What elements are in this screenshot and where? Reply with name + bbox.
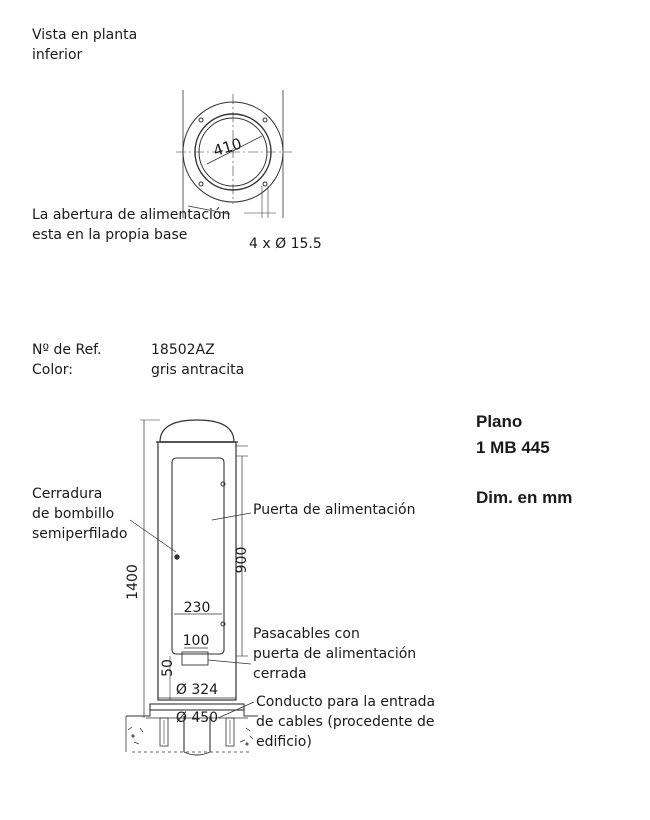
door-leader: [211, 512, 252, 521]
lock-label-line3: semiperfilado: [32, 526, 128, 542]
elevation-drawing: 1400 900 230 100 50 Ø 324: [125, 419, 258, 756]
cable-conduit: [183, 716, 211, 752]
diameter-dimension-line: [206, 135, 263, 165]
conduit-label-line2: de cables (procedente de: [256, 714, 435, 730]
cable-gland: [181, 651, 209, 666]
color-value: gris antracita: [151, 362, 245, 378]
anchor-bolt: [225, 717, 235, 747]
top-view-note-line1: La abertura de alimentación: [32, 207, 231, 223]
top-view-title-line1: Vista en planta: [32, 27, 138, 43]
conduit-label-line1: Conducto para la entrada: [256, 694, 436, 710]
feed-door: [171, 457, 225, 655]
base-diameter-dimension-label: Ø 450: [176, 710, 218, 726]
holes-label: 4 x Ø 15.5: [249, 236, 322, 252]
base-plate: [149, 703, 245, 711]
door-height-dimension-label: 900: [234, 547, 250, 574]
bollard-cap: [159, 419, 235, 443]
plan-title: Plano: [476, 412, 523, 431]
gland-label-line1: Pasacables con: [253, 626, 360, 642]
door-width-dimension-label: 230: [184, 600, 211, 616]
anchor-bolt: [159, 717, 169, 747]
gland-label-line2: puerta de alimentación: [253, 646, 417, 662]
top-view-note-line2: esta en la propia base: [32, 227, 188, 243]
plan-code: 1 MB 445: [476, 438, 550, 457]
base-outer-circle: [182, 101, 284, 203]
conduit-label-line3: edificio): [256, 734, 312, 750]
base-ring-outer: [194, 113, 272, 191]
gland-label-line3: cerrada: [253, 666, 307, 682]
bottom-gap-dimension-label: 50: [160, 659, 176, 677]
height-dimension-label: 1400: [125, 564, 141, 600]
lock-label-line2: de bombillo: [32, 506, 115, 522]
lock-label-line1: Cerradura: [32, 486, 103, 502]
gland-leader: [207, 659, 252, 665]
plan-units: Dim. en mm: [476, 488, 573, 507]
anchor-hole: [262, 117, 268, 123]
anchor-hole: [262, 181, 268, 187]
gland-width-dimension-label: 100: [183, 633, 210, 649]
ref-label: Nº de Ref.: [32, 342, 102, 358]
color-label: Color:: [32, 362, 74, 378]
conduit-leader: [217, 701, 255, 719]
diameter-label: 410: [211, 134, 244, 160]
anchor-hole: [198, 117, 204, 123]
top-view-drawing: 410: [176, 90, 292, 218]
lock-leader: [129, 519, 177, 553]
door-label: Puerta de alimentación: [253, 502, 416, 518]
bollard-body: [157, 441, 237, 701]
ref-value: 18502AZ: [151, 342, 215, 358]
lock-cylinder: [174, 554, 180, 560]
anchor-hole: [198, 181, 204, 187]
note-leader: [187, 205, 231, 215]
base-ring-inner: [198, 117, 268, 187]
top-view-title-line2: inferior: [32, 47, 83, 63]
body-diameter-dimension-label: Ø 324: [176, 682, 218, 698]
